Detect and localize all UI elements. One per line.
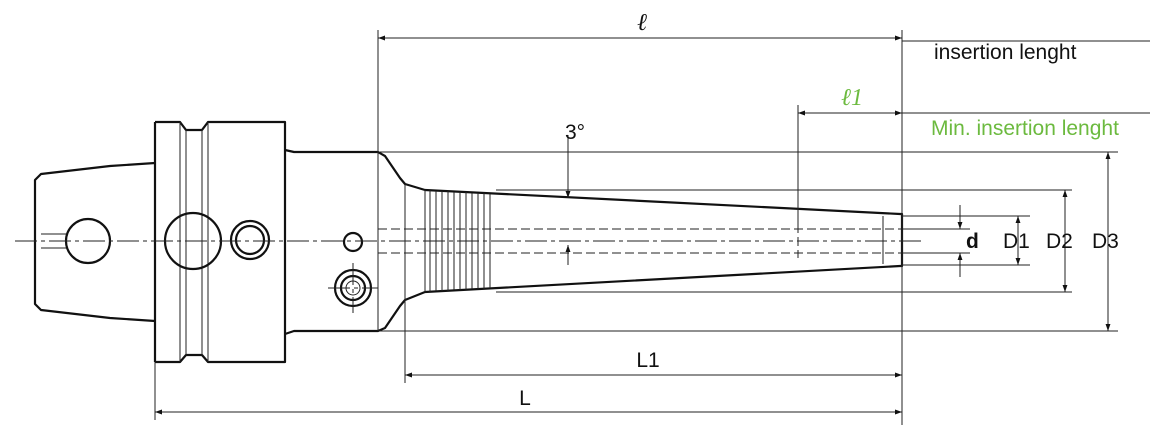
labels: ℓ insertion lenght ℓ1 Min. insertion len… [519,10,1119,410]
dimension-lines [155,35,1111,415]
label-min-insertion-length: Min. insertion lenght [931,117,1119,140]
tool-body [33,120,904,364]
drive-slot [41,233,66,249]
label-angle: 3° [565,121,585,144]
label-L1: L1 [636,349,659,372]
set-screw [328,263,378,313]
label-ell1: ℓ1 [841,85,863,111]
label-ell: ℓ [637,10,647,36]
label-d: d [966,230,979,253]
flange [153,120,287,364]
hidden-lines [15,224,925,258]
label-D3: D3 [1092,230,1119,253]
coolant-hole [342,231,364,253]
label-L: L [519,387,531,410]
orientation-hole-outer [229,219,271,261]
label-D1: D1 [1003,230,1030,253]
taper-end [33,161,156,323]
label-D2: D2 [1046,230,1073,253]
label-insertion-length: insertion lenght [934,41,1077,64]
flange-groove-lines [179,122,209,362]
orientation-hole-inner [234,224,266,256]
extension-lines [154,30,1150,425]
